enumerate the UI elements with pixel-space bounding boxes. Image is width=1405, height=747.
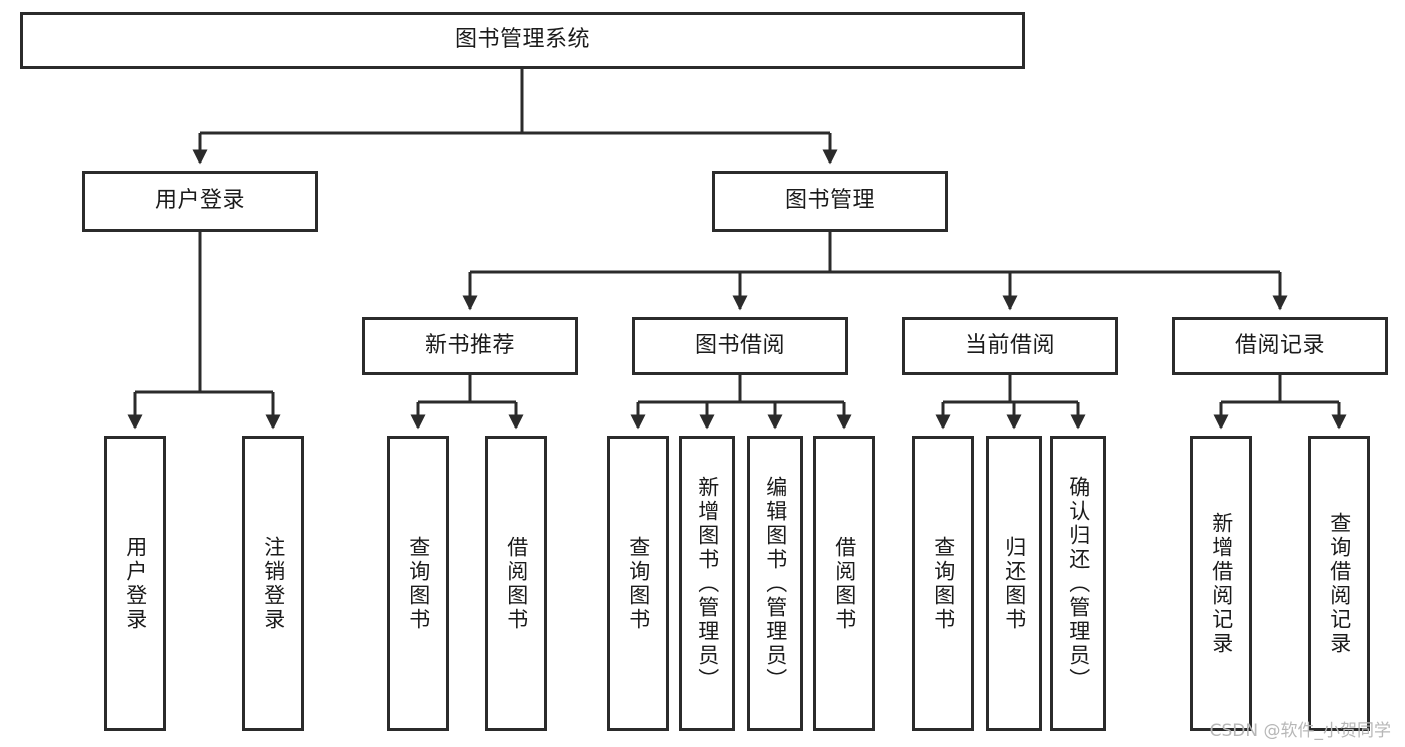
leaf-borrow-book-1[interactable]: 借阅图书 — [485, 436, 547, 731]
leaf-logout-label: 注销登录 — [261, 535, 286, 632]
leaf-query-record-label: 查询借阅记录 — [1327, 511, 1352, 656]
leaf-query-book-3-label: 查询图书 — [931, 535, 956, 632]
node-book-borrow[interactable]: 图书借阅 — [632, 317, 848, 375]
leaf-edit-book-label: 编辑图书（管理员） — [763, 475, 788, 692]
leaf-query-book-2[interactable]: 查询图书 — [607, 436, 669, 731]
leaf-borrow-book-2-label: 借阅图书 — [832, 535, 857, 632]
leaf-return-book-label: 归还图书 — [1002, 535, 1027, 632]
node-root[interactable]: 图书管理系统 — [20, 12, 1025, 69]
leaf-add-record[interactable]: 新增借阅记录 — [1190, 436, 1252, 731]
leaf-return-book[interactable]: 归还图书 — [986, 436, 1042, 731]
leaf-query-book-1-label: 查询图书 — [406, 535, 431, 632]
watermark: CSDN @软件_小贺同学 — [1209, 721, 1391, 741]
leaf-add-book-label: 新增图书（管理员） — [695, 475, 720, 692]
node-user-login-label: 用户登录 — [154, 188, 245, 214]
node-new-book-recommend[interactable]: 新书推荐 — [362, 317, 578, 375]
node-new-book-recommend-label: 新书推荐 — [424, 332, 515, 358]
node-borrow-record-label: 借阅记录 — [1234, 332, 1325, 358]
node-current-borrow[interactable]: 当前借阅 — [902, 317, 1118, 375]
node-book-management[interactable]: 图书管理 — [712, 171, 948, 232]
leaf-query-book-1[interactable]: 查询图书 — [387, 436, 449, 731]
leaf-add-record-label: 新增借阅记录 — [1209, 511, 1234, 656]
leaf-query-book-2-label: 查询图书 — [626, 535, 651, 632]
leaf-borrow-book-2[interactable]: 借阅图书 — [813, 436, 875, 731]
node-root-label: 图书管理系统 — [454, 27, 590, 53]
leaf-edit-book[interactable]: 编辑图书（管理员） — [747, 436, 803, 731]
node-book-borrow-label: 图书借阅 — [694, 332, 785, 358]
leaf-logout[interactable]: 注销登录 — [242, 436, 304, 731]
leaf-user-login-label: 用户登录 — [123, 535, 148, 632]
node-book-management-label: 图书管理 — [784, 188, 875, 214]
node-borrow-record[interactable]: 借阅记录 — [1172, 317, 1388, 375]
leaf-confirm-return[interactable]: 确认归还（管理员） — [1050, 436, 1106, 731]
node-current-borrow-label: 当前借阅 — [964, 332, 1055, 358]
node-user-login[interactable]: 用户登录 — [82, 171, 318, 232]
leaf-borrow-book-1-label: 借阅图书 — [504, 535, 529, 632]
leaf-query-record[interactable]: 查询借阅记录 — [1308, 436, 1370, 731]
leaf-user-login[interactable]: 用户登录 — [104, 436, 166, 731]
leaf-add-book[interactable]: 新增图书（管理员） — [679, 436, 735, 731]
leaf-confirm-return-label: 确认归还（管理员） — [1066, 475, 1091, 692]
leaf-query-book-3[interactable]: 查询图书 — [912, 436, 974, 731]
